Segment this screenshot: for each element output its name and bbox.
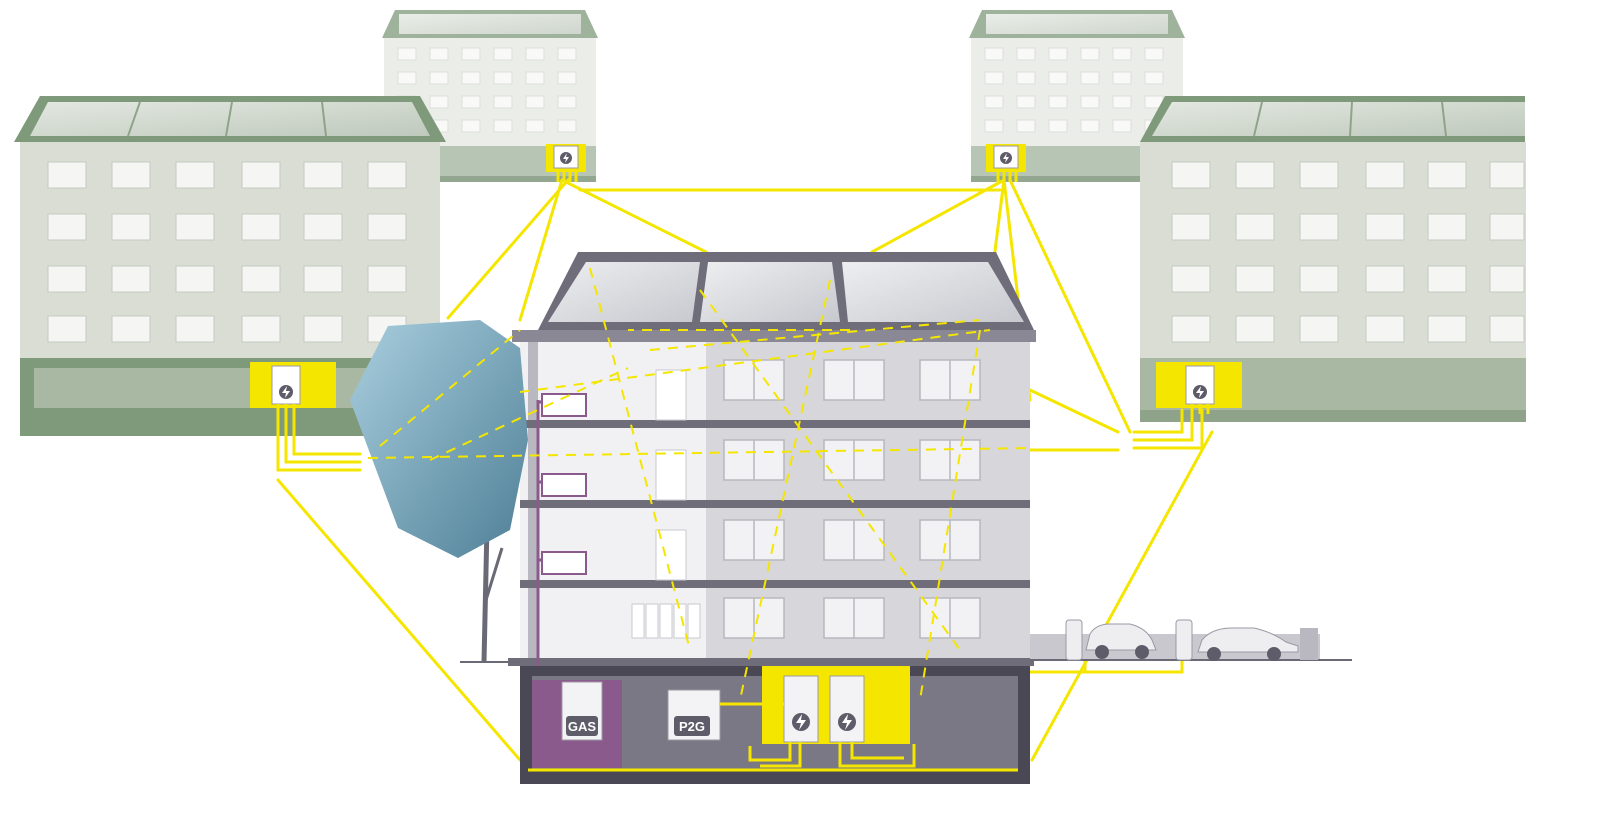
neighbour-building-back-right xyxy=(969,10,1185,182)
apartment-door xyxy=(655,449,687,501)
battery-storage-2 xyxy=(829,675,865,743)
gas-label: GAS xyxy=(568,719,597,734)
basement-wiring xyxy=(528,702,1018,772)
energy-network-lines xyxy=(276,178,1214,762)
tree xyxy=(350,320,528,663)
window-grid xyxy=(1171,161,1525,343)
gas-boiler: GAS xyxy=(561,681,603,741)
radiators xyxy=(541,393,587,575)
meter-left xyxy=(271,365,301,434)
electric-car-icon xyxy=(1085,623,1157,659)
mailboxes xyxy=(631,603,701,639)
electric-car-icon xyxy=(1197,627,1299,661)
window-grid xyxy=(984,47,1164,133)
p2g-label: P2G xyxy=(679,719,705,734)
charging-station-icon xyxy=(1065,619,1083,661)
window-grid xyxy=(47,161,407,343)
apartment-door xyxy=(655,369,687,421)
meter-back-right xyxy=(986,144,1026,182)
meter-back-left xyxy=(546,144,586,182)
main-building xyxy=(508,252,1036,784)
charging-station-icon xyxy=(1175,619,1193,661)
p2g-unit: P2G xyxy=(667,689,721,741)
internal-connections xyxy=(367,267,1031,701)
meter-right xyxy=(1185,365,1215,414)
neighbour-building-left xyxy=(14,96,446,436)
battery-storage-1 xyxy=(783,675,819,743)
window-grid xyxy=(397,47,577,133)
